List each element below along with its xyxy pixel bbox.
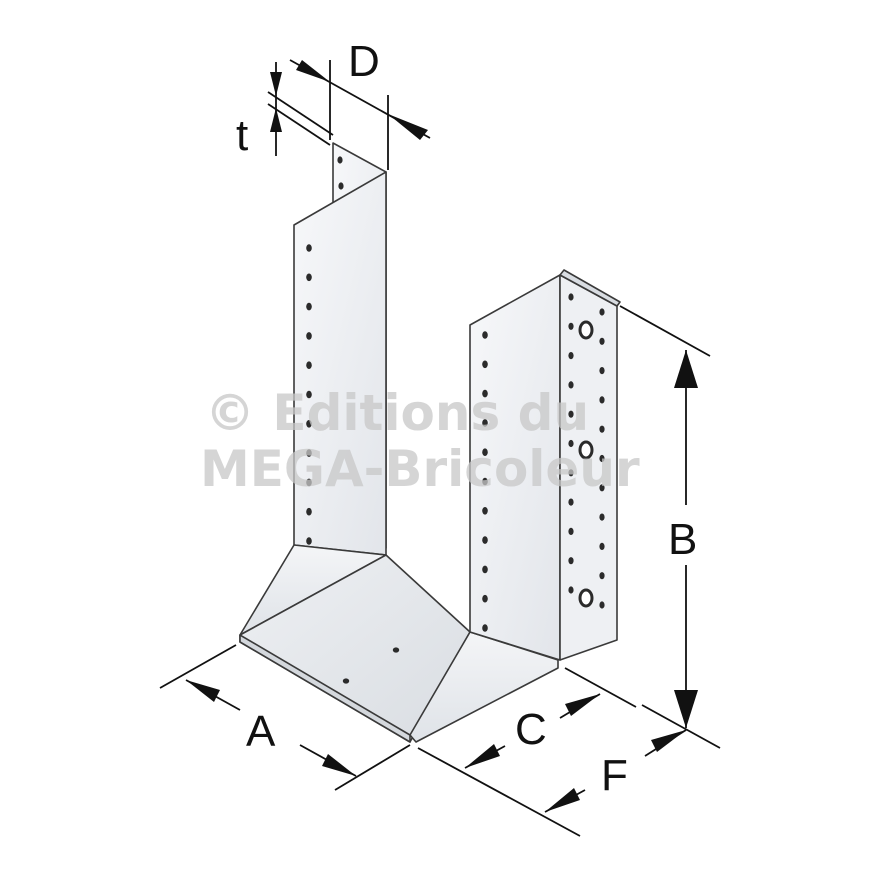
bolt-hole: [578, 440, 594, 460]
nail-hole: [568, 352, 574, 360]
arrowhead-f-left: [545, 788, 580, 812]
nail-hole: [568, 410, 574, 418]
arrowhead-t-top: [270, 72, 282, 96]
nail-hole: [599, 425, 605, 433]
nail-hole: [482, 536, 488, 544]
arrowhead-f-right: [651, 730, 686, 752]
nail-hole: [306, 507, 312, 516]
watermark-line-2: MEGA-Bricoleur: [200, 440, 640, 498]
hanger-body: [239, 142, 621, 743]
nail-hole: [599, 367, 605, 375]
nail-hole: [599, 308, 605, 316]
nail-hole: [342, 678, 350, 684]
base-edge: [239, 634, 411, 743]
arrowhead-a-left: [186, 680, 220, 702]
label-f: F: [601, 751, 628, 800]
bolt-hole: [578, 320, 594, 340]
nail-hole: [568, 381, 574, 389]
label-b: B: [668, 515, 697, 564]
nail-hole: [482, 624, 488, 632]
nail-hole: [599, 484, 605, 492]
nail-hole: [568, 557, 574, 565]
nail-hole: [482, 507, 488, 515]
nail-hole: [482, 448, 488, 457]
nail-hole: [568, 322, 574, 330]
nail-hole: [306, 420, 312, 428]
nail-hole: [599, 513, 605, 521]
nail-hole: [392, 647, 400, 653]
nail-hole: [306, 537, 312, 545]
extension-line-t-2: [267, 103, 331, 146]
arrowhead-c-right: [565, 694, 600, 716]
nail-hole: [482, 360, 488, 369]
nail-hole: [306, 478, 312, 487]
extension-line-cf-bottom: [417, 747, 581, 837]
extension-line-t-1: [267, 91, 334, 136]
nail-hole: [568, 498, 574, 506]
nail-hole: [568, 527, 574, 536]
nail-hole: [306, 332, 312, 340]
nail-hole: [306, 361, 312, 370]
nail-hole: [599, 337, 605, 345]
extension-line-a-right: [334, 744, 411, 791]
nail-hole: [568, 439, 574, 448]
arrowhead-d-right: [388, 114, 428, 140]
nail-hole: [337, 156, 343, 164]
nail-hole: [482, 565, 488, 574]
extension-line-b-top: [619, 305, 711, 357]
nail-hole: [306, 244, 312, 252]
extension-line-b-bottom: [641, 704, 721, 749]
dimension-lines: [159, 59, 721, 837]
nail-hole: [482, 419, 488, 427]
watermark-line-1: © Editions du: [205, 384, 589, 442]
nail-hole: [306, 273, 312, 282]
right-gusset: [409, 631, 559, 743]
nail-hole: [306, 302, 312, 311]
extension-line-a-left: [159, 644, 237, 689]
bolt-hole: [578, 588, 594, 608]
arrowhead-b-bottom: [674, 690, 698, 728]
nail-hole: [599, 542, 605, 551]
nail-hole: [568, 586, 574, 594]
nail-hole: [599, 454, 605, 463]
nail-hole: [306, 390, 312, 399]
label-a: A: [246, 707, 276, 756]
nail-hole: [482, 331, 488, 339]
nail-hole: [306, 449, 312, 457]
nail-hole: [568, 469, 574, 477]
arrowhead-b-top: [674, 350, 698, 388]
label-d: D: [348, 37, 380, 86]
label-t: t: [236, 111, 248, 160]
nail-hole: [482, 594, 488, 603]
nail-hole: [338, 182, 344, 190]
nail-holes: [306, 156, 605, 684]
nail-hole: [599, 601, 605, 609]
nail-hole: [482, 477, 488, 486]
nail-hole: [568, 293, 574, 301]
arrowhead-a-right: [322, 754, 356, 776]
nail-hole: [482, 389, 488, 398]
label-c: C: [515, 705, 547, 754]
right-flange-edge: [559, 269, 621, 307]
arrowhead-c-left: [465, 744, 500, 768]
nail-hole: [599, 396, 605, 404]
nail-hole: [599, 572, 605, 580]
arrowhead-d-left: [296, 60, 330, 82]
arrowhead-t-bottom: [270, 108, 282, 132]
extension-line-c-right: [564, 667, 637, 708]
